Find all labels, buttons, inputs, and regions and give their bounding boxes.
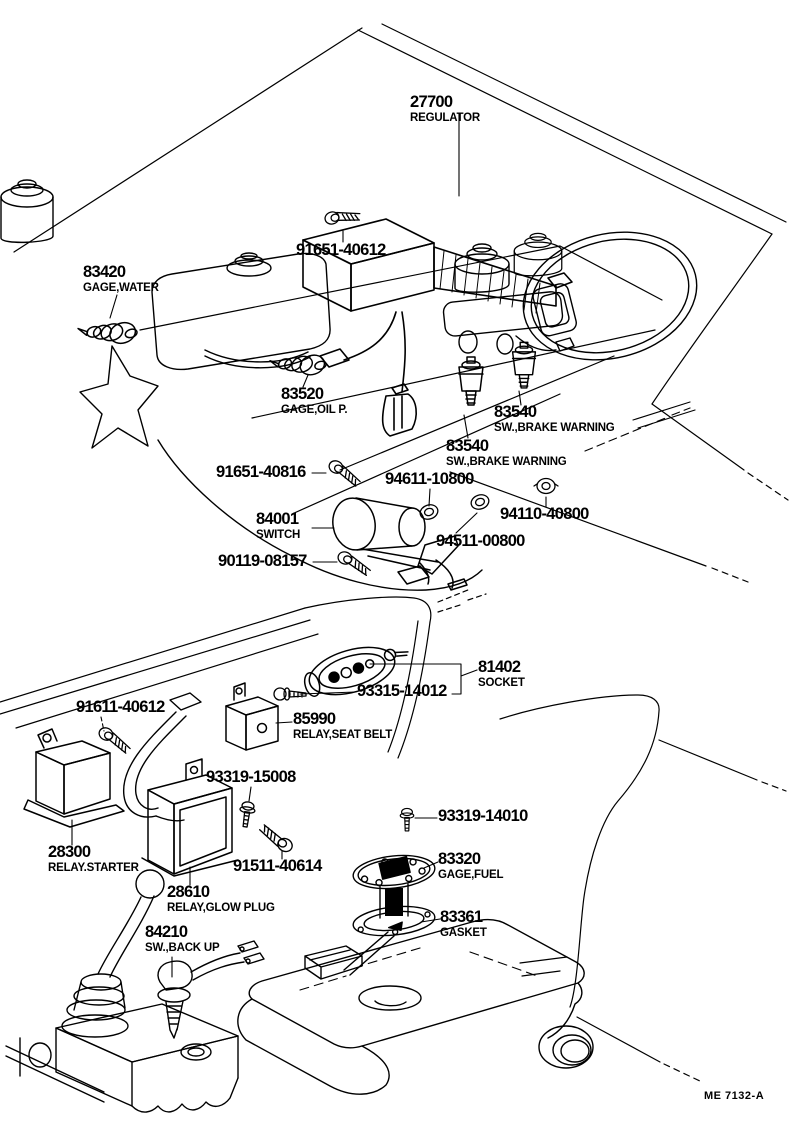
part-number: 93319-15008 xyxy=(206,768,296,786)
small-fastener-drawings-top xyxy=(322,204,559,577)
part-number: 91511-40614 xyxy=(233,857,322,875)
relay-28610-drawing xyxy=(141,758,239,877)
part-number: 83520 xyxy=(281,385,324,403)
part-description: RELAY,GLOW PLUG xyxy=(167,901,275,914)
part-label-ring-94511: 94511-00800 xyxy=(436,533,525,550)
switch-84001-drawing xyxy=(332,497,468,591)
part-description: RELAY.STARTER xyxy=(48,861,139,874)
part-number: 91611-40612 xyxy=(76,698,165,716)
part-number: 85990 xyxy=(293,710,336,728)
part-number: 83320 xyxy=(438,850,481,868)
relay-28300-drawing xyxy=(23,728,125,828)
part-label-bolt-91611: 91611-40612 xyxy=(76,699,165,716)
part-number: 90119-08157 xyxy=(218,552,307,570)
part-label-bolt-91511: 91511-40614 xyxy=(233,858,322,875)
master-cylinder-drawing xyxy=(442,231,698,361)
part-number: 93315-14012 xyxy=(357,682,447,700)
relay-85990-drawing xyxy=(225,682,279,751)
part-number: 83361 xyxy=(440,908,483,926)
part-label-nut-94110: 94110-40800 xyxy=(500,506,589,523)
part-description: SW.,BRAKE WARNING xyxy=(446,455,567,468)
part-label-bolt-91651-40612: 91651-40612 xyxy=(296,242,386,259)
part-description: GAGE,WATER xyxy=(83,281,159,294)
part-label-screw-93319-14010: 93319-14010 xyxy=(438,808,528,825)
part-description: GAGE,FUEL xyxy=(438,868,504,881)
part-number: 83540 xyxy=(446,437,489,455)
part-number: 28300 xyxy=(48,843,91,861)
part-number: 91651-40612 xyxy=(296,241,386,259)
fuel-tank-drawing xyxy=(237,918,594,1095)
part-number: 28610 xyxy=(167,883,210,901)
part-number: 84210 xyxy=(145,923,188,941)
part-label-ring-94611: 94611-10800 xyxy=(385,471,474,488)
part-number: 84001 xyxy=(256,510,299,528)
backup-switch-drawing xyxy=(157,940,265,1039)
part-description: SW.,BACK UP xyxy=(145,941,220,954)
part-label-bolt-91651-40816: 91651-40816 xyxy=(216,464,306,481)
part-number: 93319-14010 xyxy=(438,807,528,825)
part-number: 27700 xyxy=(410,93,453,111)
part-number: 83420 xyxy=(83,263,126,281)
part-number: 94110-40800 xyxy=(500,505,589,523)
regulator-drawing xyxy=(302,218,573,437)
part-number: 83540 xyxy=(494,403,537,421)
part-description: SWITCH xyxy=(256,528,301,541)
part-description: GAGE,OIL P. xyxy=(281,403,348,416)
part-description: GASKET xyxy=(440,926,487,939)
part-label-screw-93315: 93315-14012 xyxy=(357,683,447,700)
part-description: RELAY,SEAT BELT xyxy=(293,728,393,741)
part-number: 94511-00800 xyxy=(436,532,525,550)
part-description: SW.,BRAKE WARNING xyxy=(494,421,615,434)
part-label-screw-93319-15008: 93319-15008 xyxy=(206,769,296,786)
screw-93315-drawing xyxy=(273,687,307,701)
socket-81402-drawing xyxy=(303,646,409,697)
part-label-bolt-90119: 90119-08157 xyxy=(218,553,307,570)
fuel-sender-drawing xyxy=(304,854,436,980)
rear-body-lines xyxy=(499,694,787,1083)
cowl-body-lines xyxy=(0,593,487,759)
part-number: 94611-10800 xyxy=(385,470,474,488)
part-description: SOCKET xyxy=(478,676,525,689)
engine-bay-body-lines xyxy=(13,23,789,603)
shifter-transmission-drawing xyxy=(5,869,239,1113)
part-number: 91651-40816 xyxy=(216,463,306,481)
drawing-code: ME 7132-A xyxy=(704,1090,765,1102)
part-description: REGULATOR xyxy=(410,111,480,124)
small-fastener-drawings-bottom xyxy=(95,724,415,855)
leader-lines xyxy=(71,112,696,978)
part-number: 81402 xyxy=(478,658,521,676)
washer-bottle-drawing xyxy=(0,179,54,244)
